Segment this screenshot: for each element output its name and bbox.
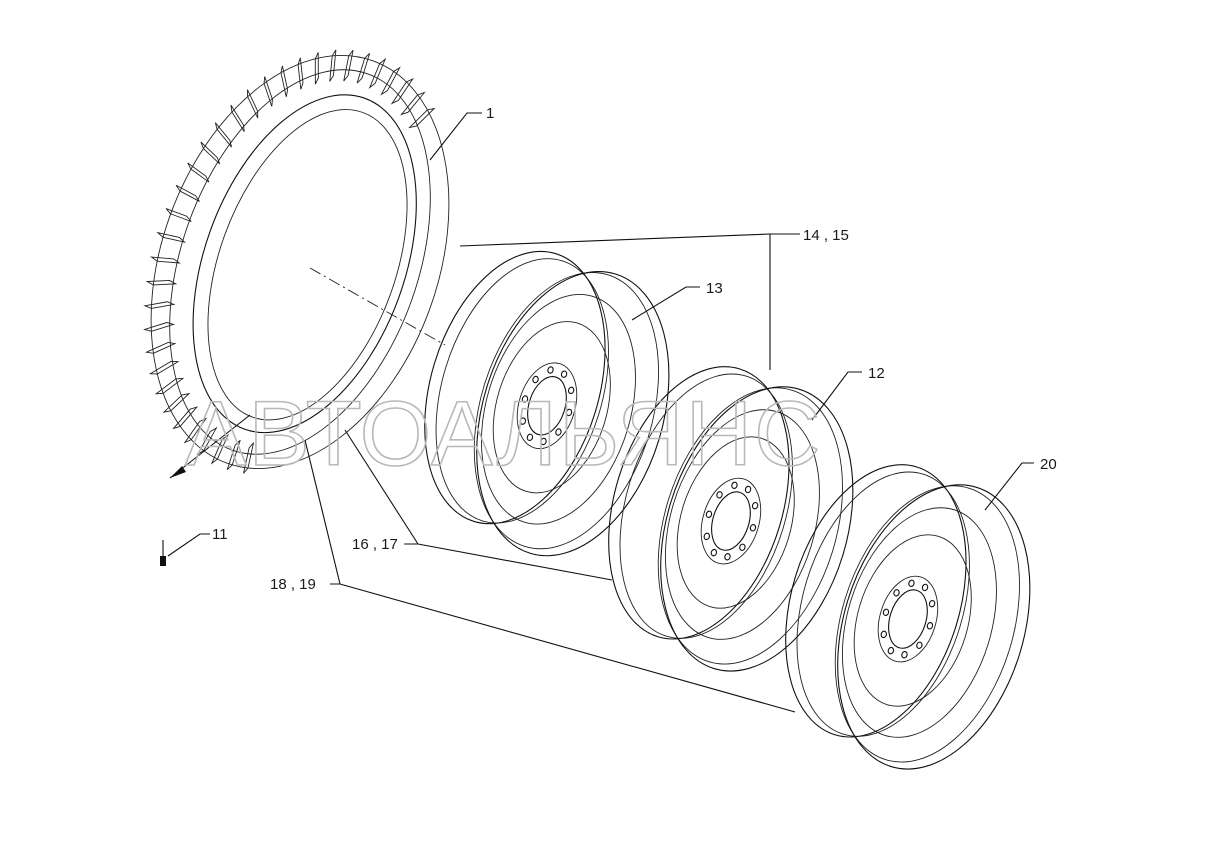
bolt-hole — [749, 524, 757, 532]
rim-13 — [424, 250, 670, 557]
tread-lug — [196, 426, 218, 456]
callout-1: 1 — [486, 105, 494, 122]
tread-lug — [149, 256, 181, 264]
tread-lug — [144, 342, 177, 354]
tread-lug — [263, 76, 273, 107]
rim-20 — [785, 464, 1031, 770]
tread-lug — [390, 77, 414, 105]
bolt-hole — [893, 589, 900, 597]
bolt-hole — [901, 651, 908, 659]
rim-12 — [608, 366, 854, 672]
callout-13: 13 — [706, 280, 723, 297]
bolt-hole — [751, 501, 759, 510]
tread-lug — [200, 141, 221, 165]
tread-lug — [400, 91, 426, 116]
bolt-hole — [880, 630, 888, 639]
bolt-hole — [744, 485, 752, 494]
tread-lug — [356, 53, 371, 84]
tread-lug — [280, 65, 289, 97]
bolt-hole — [519, 417, 527, 425]
bolt-hole — [887, 646, 895, 655]
tread-lug — [165, 208, 192, 222]
tread-lug — [230, 104, 245, 132]
tread-lug — [343, 49, 354, 82]
tread-lug — [214, 122, 233, 148]
bolt-hole — [710, 548, 718, 557]
tread-lug — [408, 107, 436, 129]
bolt-hole — [521, 395, 529, 403]
tread-lug — [329, 49, 337, 82]
callout-12: 12 — [868, 365, 885, 382]
watermark-text: АВТОАЛЬЯНС — [185, 383, 823, 485]
bolt-hole — [739, 543, 746, 551]
bolt-hole — [716, 491, 723, 499]
tread-lug — [368, 57, 387, 90]
bolt-hole — [921, 583, 929, 592]
callout-18-19: 18 , 19 — [270, 576, 316, 593]
tread-lug — [247, 89, 259, 119]
tread-lug — [183, 417, 208, 444]
tread-lug — [314, 52, 319, 85]
tread-lug — [187, 162, 210, 183]
bolt-hole — [916, 641, 923, 649]
tread-lug — [143, 322, 176, 332]
leader-lines — [167, 112, 1034, 713]
tire — [143, 49, 450, 479]
tread-lug — [156, 231, 187, 243]
bolt-hole — [928, 599, 936, 608]
bolt-hole — [926, 622, 934, 630]
bolt-hole — [555, 428, 562, 436]
bolt-hole — [705, 510, 713, 519]
callout-11: 11 — [212, 526, 228, 543]
valve — [160, 540, 166, 566]
bolt-hole — [547, 366, 554, 374]
bolt-hole — [532, 375, 539, 384]
bolt-hole — [731, 481, 738, 490]
tread-lug — [172, 406, 199, 430]
bolt-hole — [526, 433, 534, 442]
bolt-hole — [540, 437, 547, 446]
callout-16-17: 16 , 17 — [352, 536, 398, 553]
bolt-hole — [908, 579, 915, 588]
callout-14-15: 14 , 15 — [803, 227, 849, 244]
tread-lug — [175, 184, 200, 202]
tread-lug — [210, 433, 229, 465]
tread-lug — [145, 279, 178, 286]
bolt-hole — [565, 408, 573, 417]
tread-lug — [380, 66, 401, 96]
tread-lug — [226, 439, 241, 471]
tread-lug — [143, 301, 176, 309]
bolt-hole — [567, 386, 575, 395]
tread-lug — [148, 360, 180, 375]
bolt-hole — [560, 370, 568, 378]
bolt-hole — [703, 532, 711, 541]
tread-lug — [243, 442, 254, 474]
bolt-hole — [882, 608, 890, 617]
tread-lug — [297, 57, 304, 90]
tread-lug — [162, 392, 191, 413]
bolt-hole — [724, 553, 731, 561]
tread-lug — [154, 377, 185, 395]
callout-20: 20 — [1040, 456, 1057, 473]
